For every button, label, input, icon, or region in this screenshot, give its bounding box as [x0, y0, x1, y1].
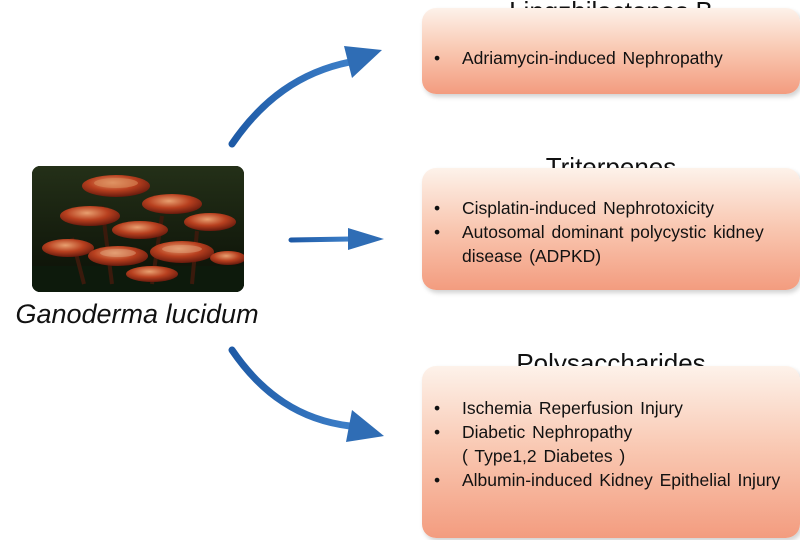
effect-text: Cisplatin-induced Nephrotoxicity — [462, 198, 714, 218]
effect-item: • Albumin-induced Kidney Epithelial Inju… — [422, 468, 794, 492]
effect-list: • Adriamycin-induced Nephropathy — [422, 46, 794, 70]
arrow-to-triterpenes — [288, 228, 384, 250]
effect-text: Diabetic Nephropathy — [462, 422, 633, 442]
effect-list: • Ischemia Reperfusion Injury • Diabetic… — [422, 396, 794, 492]
arrow-to-lingzhilactones — [228, 46, 382, 148]
ganoderma-photo — [32, 166, 244, 292]
bullet: • — [434, 48, 441, 68]
species-label: Ganoderma lucidum — [15, 299, 259, 329]
bullet: • — [434, 198, 441, 218]
reishi-mushroom-icon — [32, 166, 244, 292]
compound-box-polysaccharides: • Ischemia Reperfusion Injury • Diabetic… — [422, 366, 800, 538]
bullet: • — [434, 470, 441, 490]
effect-item: • Autosomal dominant polycystic kidney d… — [422, 220, 794, 268]
effect-text: Adriamycin-induced Nephropathy — [462, 48, 723, 68]
arrow-to-polysaccharides — [228, 346, 384, 442]
effect-list: • Cisplatin-induced Nephrotoxicity • Aut… — [422, 196, 794, 268]
compound-box-lingzhilactones: • Adriamycin-induced Nephropathy — [422, 8, 800, 94]
effect-text: Ischemia Reperfusion Injury — [462, 398, 683, 418]
bullet: • — [434, 222, 441, 242]
effect-item: • Diabetic Nephropathy ( Type1,2 Diabete… — [422, 420, 794, 468]
bullet: • — [434, 422, 441, 442]
effect-text: Autosomal dominant polycystic kidney dis… — [462, 222, 764, 266]
effect-item: • Cisplatin-induced Nephrotoxicity — [422, 196, 794, 220]
effect-subtext: ( Type1,2 Diabetes ) — [462, 446, 626, 466]
effect-text: Albumin-induced Kidney Epithelial Injury — [462, 470, 781, 490]
compound-box-triterpenes: • Cisplatin-induced Nephrotoxicity • Aut… — [422, 168, 800, 290]
effect-item: • Adriamycin-induced Nephropathy — [422, 46, 794, 70]
effect-item: • Ischemia Reperfusion Injury — [422, 396, 794, 420]
bullet: • — [434, 398, 441, 418]
